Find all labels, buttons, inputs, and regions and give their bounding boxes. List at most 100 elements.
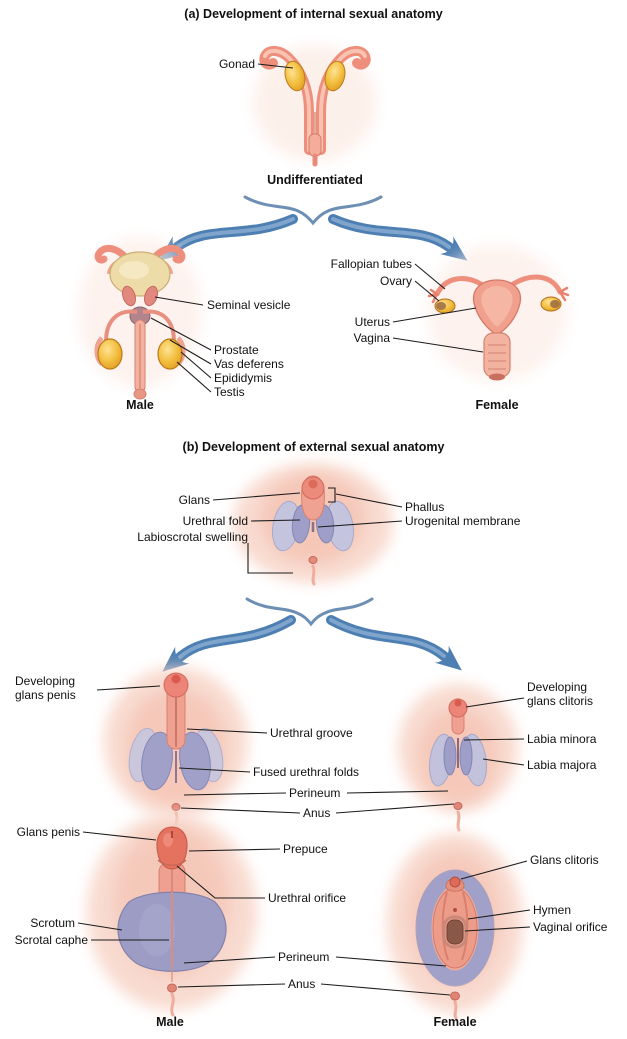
developing-glans-clitoris-shape: [448, 698, 468, 718]
male-branch-arrow-a-highlight: [175, 217, 295, 249]
leader-perineum-final-right: [335, 956, 447, 967]
scrotal-swelling-left: [141, 731, 173, 791]
leader-glans: [212, 492, 301, 501]
label-perineum-final: Perineum: [278, 950, 330, 964]
gonad-right: [324, 60, 346, 92]
urethral-orifice-dot: [453, 908, 457, 912]
leader-phallus: [335, 493, 403, 508]
glans-tip: [171, 674, 181, 684]
vaginal-rugae: [488, 344, 506, 370]
vagina-shape: [483, 332, 511, 378]
fallopian-tube-left: [434, 276, 484, 297]
vaginal-opening: [489, 373, 505, 381]
leader-glans-clitoris: [460, 860, 528, 880]
leader-scrotum: [77, 922, 123, 931]
leader-prepuce: [188, 848, 281, 852]
scrotal-swelling-right: [179, 731, 211, 791]
label-epididymis: Epididymis: [214, 371, 273, 385]
labia-minora-right: [459, 736, 473, 776]
label-vas-deferens: Vas deferens: [214, 357, 284, 371]
label-labia-minora: Labia minora: [527, 732, 597, 746]
testis-left: [97, 338, 123, 370]
label-glans: Glans: [178, 493, 210, 507]
caption-male-internal: Male: [126, 398, 154, 412]
anus-dot: [167, 983, 177, 993]
label-anus-final: Anus: [288, 977, 316, 991]
leader-labia-majora: [482, 758, 525, 766]
phallus-bracket: [328, 487, 336, 503]
label-urethral-fold: Urethral fold: [182, 514, 248, 528]
developing-glans-penis-shape: [163, 672, 189, 698]
label-urethral-orifice: Urethral orifice: [268, 891, 347, 905]
female-internal-illustration: [427, 245, 570, 381]
label-prostate: Prostate: [214, 343, 259, 357]
anus-dot: [453, 802, 463, 810]
leader-vas-deferens: [169, 339, 212, 365]
label-developing-glans-clitoris: Developing glans clitoris: [527, 680, 594, 709]
label-scrotal-caphe: Scrotal caphe: [14, 933, 88, 947]
leader-developing-glans-penis: [96, 685, 161, 691]
male-internal-illustration: [78, 237, 202, 400]
label-vaginal-orifice: Vaginal orifice: [533, 920, 608, 934]
leader-fallopian-tubes: [414, 263, 446, 290]
label-fallopian-tubes: Fallopian tubes: [330, 257, 412, 271]
glans-tip: [308, 479, 318, 489]
leader-uterus: [392, 307, 477, 323]
final-male-external-illustration: [87, 814, 257, 1017]
glans-tip: [454, 699, 462, 707]
fimbriae-right: [558, 286, 570, 302]
undifferentiated-external-illustration: [233, 463, 393, 586]
glans-highlight: [163, 833, 173, 847]
anus-dot: [308, 556, 318, 564]
leader-prostate: [150, 317, 212, 351]
leader-urogenital-membrane: [317, 520, 403, 528]
label-seminal-vesicle: Seminal vesicle: [207, 298, 291, 312]
scrotum-shading: [139, 904, 175, 956]
label-vagina: Vagina: [353, 331, 390, 345]
section-b-title: (b) Development of external sexual anato…: [182, 440, 445, 454]
leader-ovary: [414, 280, 440, 302]
label-glans-penis: Glans penis: [16, 825, 80, 839]
caption-female-internal: Female: [475, 398, 519, 412]
caption-undifferentiated: Undifferentiated: [267, 173, 363, 187]
testis-right: [157, 338, 183, 370]
branch-brace-b: [245, 597, 374, 627]
leader-perineum-mid-right: [346, 790, 449, 794]
leader-developing-glans-clitoris: [465, 697, 525, 708]
labia-minora-left: [443, 736, 457, 776]
female-branch-arrow-b-highlight: [329, 618, 446, 658]
leader-epididymis: [180, 351, 212, 379]
prepuce-ridge: [157, 859, 187, 866]
gonad-left: [284, 60, 306, 92]
hymen-ring: [442, 915, 468, 949]
tail-curl: [453, 1000, 458, 1020]
branch-brace-a: [243, 195, 383, 226]
leader-urethral-fold: [250, 519, 301, 522]
ovary-right-patch: [550, 300, 560, 308]
bladder-highlight: [119, 261, 149, 279]
leader-gonad: [257, 63, 294, 69]
label-developing-glans-penis: Developing glans penis: [15, 674, 76, 703]
penis-tip: [133, 388, 147, 400]
leader-vaginal-orifice: [464, 926, 531, 932]
tail-curl: [456, 810, 461, 832]
leader-labioscrotal-swelling: [247, 543, 293, 574]
anus-dot: [171, 803, 181, 811]
caption-male-final: Male: [156, 1015, 184, 1029]
anus-dot: [450, 991, 460, 1001]
leader-lines: [77, 63, 531, 996]
vaginal-orifice-shape: [446, 919, 464, 945]
developing-female-external-illustration: [398, 684, 518, 832]
duct-remnant-left: [94, 245, 134, 268]
caption-female-final: Female: [433, 1015, 477, 1029]
labia-majora-outline: [415, 869, 495, 987]
tail-curl: [170, 992, 175, 1017]
label-fused-urethral-folds: Fused urethral folds: [253, 765, 360, 779]
leader-anus-final-left: [177, 983, 286, 988]
undifferentiated-internal-illustration: [253, 45, 377, 167]
leader-vagina: [392, 337, 484, 353]
label-hymen: Hymen: [533, 903, 572, 917]
leader-testis: [176, 361, 212, 393]
label-uterus: Uterus: [354, 315, 390, 329]
